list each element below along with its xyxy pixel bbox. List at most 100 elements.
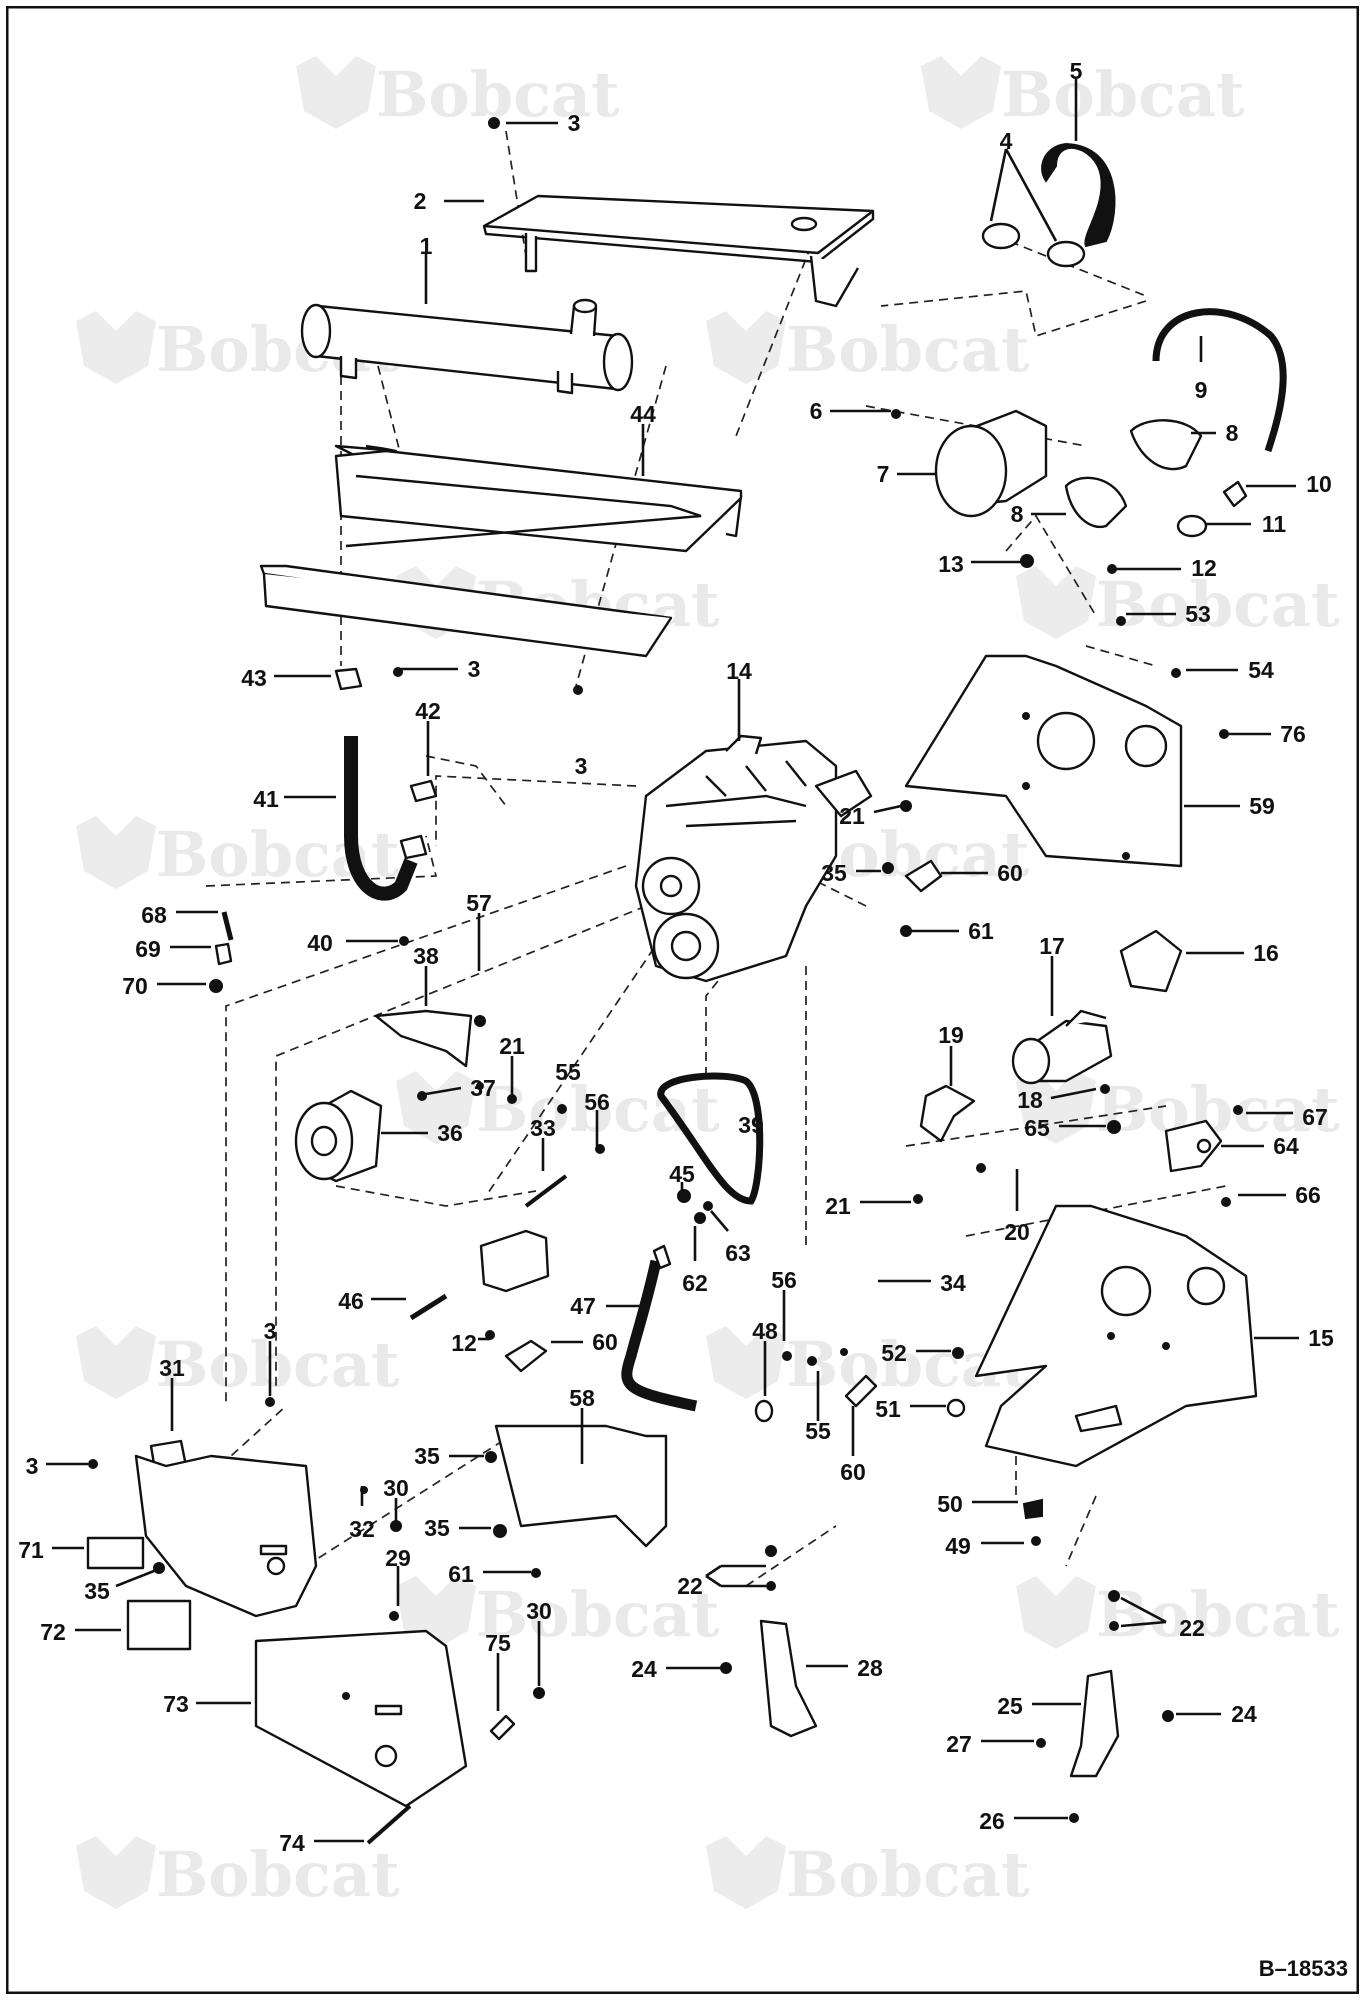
- callout-number: 54: [1248, 657, 1274, 683]
- support-leg-part: [759, 1619, 818, 1738]
- callout-number: 1: [420, 233, 433, 259]
- bolt-part: [524, 1174, 568, 1208]
- callout-number: 59: [1249, 793, 1275, 819]
- starter-motor-part: [1011, 1009, 1113, 1085]
- callout-19: 19: [938, 1022, 964, 1086]
- bobcat-logo-icon: [76, 816, 156, 889]
- callout-number: 28: [857, 1655, 883, 1681]
- callout-35: 35: [424, 1515, 491, 1541]
- engine-part: [634, 734, 873, 983]
- callout-29: 29: [385, 1545, 411, 1606]
- callout-number: 25: [997, 1693, 1023, 1719]
- callout-24: 24: [631, 1656, 721, 1682]
- belt-tensioner-part: [479, 1229, 550, 1293]
- callout-number: 41: [253, 786, 279, 812]
- callout-number: 61: [968, 918, 994, 944]
- callout-number: 56: [584, 1089, 610, 1115]
- callout-number: 10: [1306, 471, 1332, 497]
- callout-61: 61: [448, 1561, 531, 1587]
- callout-number: 50: [937, 1491, 963, 1517]
- callout-number: 68: [141, 902, 167, 928]
- callout-25: 25: [997, 1693, 1081, 1719]
- callout-20: 20: [1004, 1169, 1030, 1245]
- callout-74: 74: [279, 1830, 364, 1856]
- exhaust-clamp-part: [409, 779, 438, 803]
- callout-60: 60: [551, 1329, 618, 1355]
- callout-60: 60: [840, 1406, 866, 1485]
- engine-mount-part: [844, 1374, 878, 1408]
- callout-number: 72: [40, 1619, 66, 1645]
- callout-75: 75: [485, 1630, 511, 1711]
- callout-43: 43: [241, 665, 331, 691]
- canister-clamp-part: [1129, 419, 1203, 471]
- callout-number: 27: [946, 1731, 972, 1757]
- bobcat-logo-icon: [706, 311, 786, 384]
- callout-65: 65: [1024, 1115, 1106, 1141]
- hose-end-part: [652, 1244, 672, 1270]
- callout-3: 3: [401, 656, 480, 682]
- muffler-mount-part: [259, 444, 743, 658]
- callout-number: 71: [18, 1537, 44, 1563]
- callout-number: 21: [499, 1033, 525, 1059]
- callout-number: 45: [669, 1161, 695, 1187]
- callout-2: 2: [414, 188, 484, 214]
- callout-52: 52: [881, 1340, 951, 1366]
- callout-number: 35: [821, 860, 847, 886]
- callout-number: 9: [1195, 377, 1208, 403]
- reference-code: B–18533: [1259, 1956, 1348, 1981]
- callout-36: 36: [381, 1120, 463, 1146]
- support-leg-part: [1069, 1669, 1120, 1778]
- callout-number: 35: [424, 1515, 450, 1541]
- callout-3: 3: [264, 1318, 276, 1396]
- callout-42: 42: [415, 698, 441, 776]
- parts-layer: [86, 117, 1287, 1845]
- isolator-part: [1022, 1498, 1043, 1520]
- callout-1: 1: [420, 233, 433, 304]
- watermark-text: Bobcat: [1096, 568, 1340, 641]
- callout-number: 48: [752, 1318, 778, 1344]
- starter-gasket-part: [1119, 929, 1183, 993]
- callout-66: 66: [1238, 1182, 1321, 1208]
- callout-9: 9: [1195, 336, 1208, 403]
- callout-number: 30: [383, 1475, 409, 1501]
- fitting-part: [214, 942, 233, 966]
- callout-number: 63: [725, 1240, 751, 1266]
- callout-53: 53: [1126, 601, 1211, 627]
- callout-number: 11: [1262, 511, 1287, 537]
- callout-50: 50: [937, 1491, 1018, 1517]
- alternator-bracket-part: [374, 1009, 473, 1068]
- callout-number: 69: [135, 936, 161, 962]
- callout-8: 8: [1191, 420, 1239, 446]
- callout-61: 61: [911, 918, 994, 944]
- callout-number: 31: [159, 1355, 185, 1381]
- bolt-part: [221, 911, 234, 941]
- callout-31: 31: [159, 1355, 185, 1431]
- engine-mount-part: [904, 859, 943, 893]
- callout-number: 22: [1179, 1615, 1205, 1641]
- leader-line: [1120, 1596, 1167, 1624]
- callout-3: 3: [575, 753, 588, 779]
- callout-45: 45: [669, 1161, 695, 1194]
- callout-8: 8: [1011, 501, 1066, 527]
- callout-47: 47: [570, 1293, 646, 1319]
- callout-number: 12: [1191, 555, 1217, 581]
- exhaust-tube-part: [344, 736, 418, 901]
- callout-number: 66: [1295, 1182, 1321, 1208]
- callout-number: 49: [945, 1533, 971, 1559]
- watermark-text: Bobcat: [1001, 58, 1245, 131]
- callout-number: 39: [738, 1112, 764, 1138]
- callout-number: 5: [1070, 58, 1083, 84]
- callout-30: 30: [383, 1475, 409, 1521]
- callout-number: 46: [338, 1288, 364, 1314]
- callout-71: 71: [18, 1537, 84, 1563]
- callout-number: 4: [1000, 128, 1013, 154]
- alternator-part: [294, 1089, 383, 1183]
- elbow-hose-part: [1041, 142, 1116, 248]
- callout-number: 12: [451, 1330, 477, 1356]
- watermark-text: Bobcat: [1096, 1073, 1340, 1146]
- hose-end-part: [754, 1399, 774, 1423]
- breather-hose-part: [1152, 308, 1287, 453]
- fitting-part: [1176, 514, 1208, 538]
- callout-number: 43: [241, 665, 267, 691]
